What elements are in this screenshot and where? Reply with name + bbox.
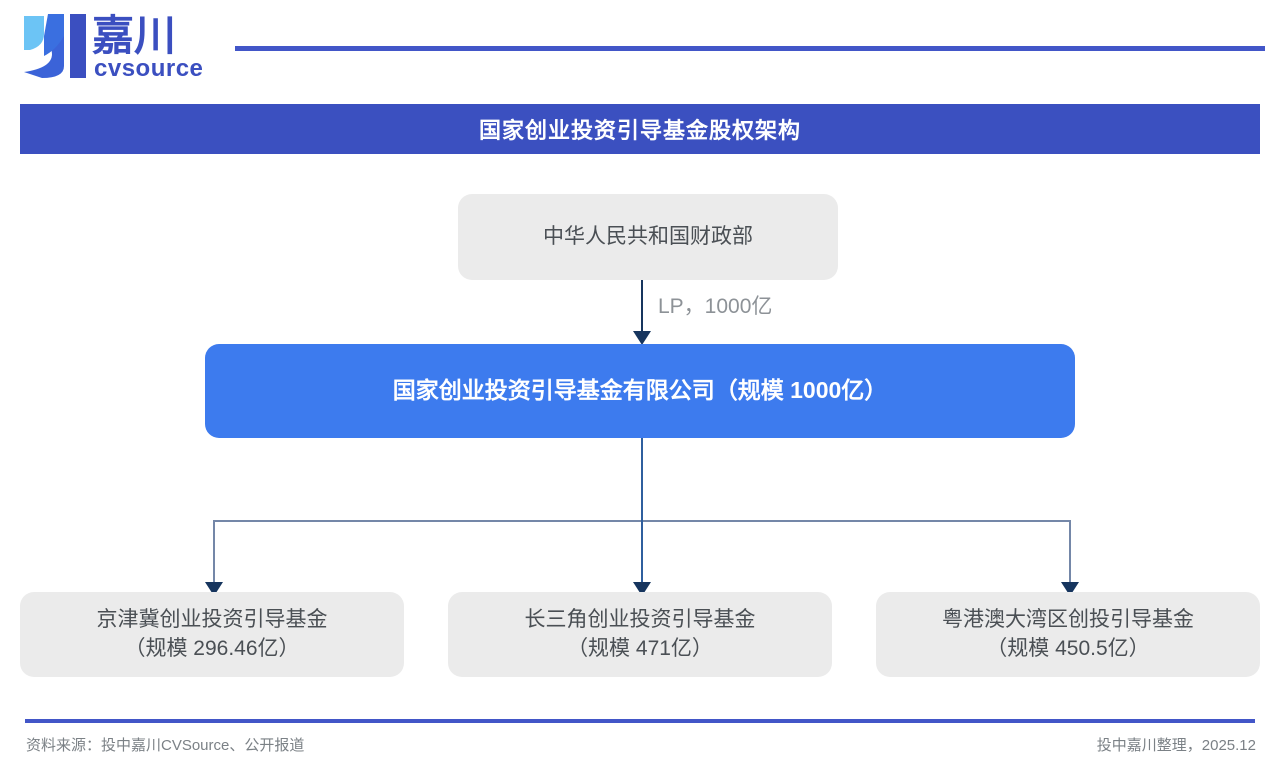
node-greater-bay-area-fund-scale: （规模 450.5亿） [986, 636, 1150, 660]
node-greater-bay-area-fund-label: 粤港澳大湾区创投引导基金 [942, 607, 1194, 631]
edge-label-lp: LP，1000亿 [658, 295, 773, 318]
node-changsanjiao-fund-label: 长三角创业投资引导基金 [524, 607, 756, 631]
connector-branch-right [1069, 520, 1071, 588]
source-note: 资料来源：投中嘉川CVSource、公开报道 [26, 737, 305, 754]
node-jingjinji-fund-label: 京津冀创业投资引导基金 [96, 607, 328, 631]
chart-title-bar: 国家创业投资引导基金股权架构 [20, 104, 1260, 154]
node-jingjinji-fund[interactable]: 京津冀创业投资引导基金 （规模 296.46亿） [20, 592, 404, 677]
node-jingjinji-fund-scale: （规模 296.46亿） [124, 636, 300, 660]
page-title: 国家创业投资引导基金股权架构 [478, 118, 801, 143]
org-structure-diagram: 中华人民共和国财政部 LP，1000亿 国家创业投资引导基金有限公司（规模 10… [0, 154, 1280, 710]
connector-branch-left [213, 520, 215, 588]
node-changsanjiao-fund-scale: （规模 471亿） [567, 636, 713, 660]
credit-note: 投中嘉川整理，2025.12 [1096, 737, 1256, 754]
node-changsanjiao-fund[interactable]: 长三角创业投资引导基金 （规模 471亿） [448, 592, 832, 677]
svg-text:嘉川: 嘉川 [92, 12, 176, 59]
connector-branch-middle [641, 520, 643, 588]
footer-divider [25, 719, 1255, 723]
svg-text:cvsource: cvsource [94, 55, 203, 82]
page-header: 嘉川 cvsource [0, 0, 1280, 92]
node-ministry-label: 中华人民共和国财政部 [543, 224, 753, 248]
arrowhead-ministry-to-fund [633, 331, 651, 345]
node-national-fund-label: 国家创业投资引导基金有限公司（规模 1000亿） [392, 377, 888, 404]
node-greater-bay-area-fund[interactable]: 粤港澳大湾区创投引导基金 （规模 450.5亿） [876, 592, 1260, 677]
jiachuan-cvsource-logo: 嘉川 cvsource [14, 6, 214, 82]
node-national-fund[interactable]: 国家创业投资引导基金有限公司（规模 1000亿） [205, 344, 1075, 438]
header-divider [235, 46, 1265, 51]
connector-fund-trunk [641, 438, 643, 521]
connector-ministry-to-fund [641, 280, 643, 335]
node-ministry[interactable]: 中华人民共和国财政部 [458, 194, 838, 280]
